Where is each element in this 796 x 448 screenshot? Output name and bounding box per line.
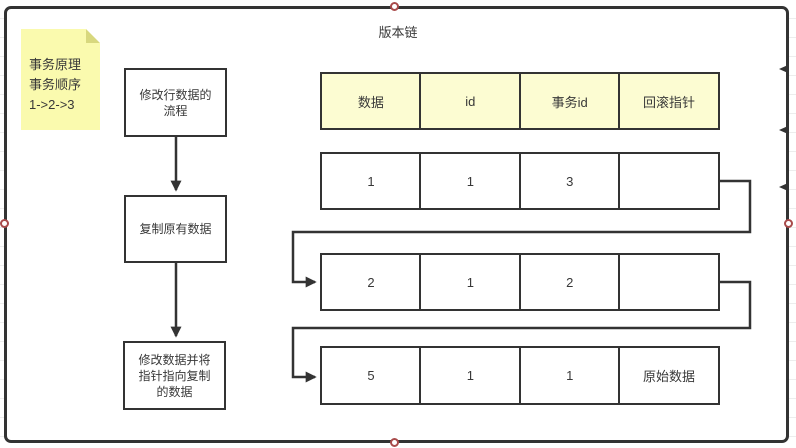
table-row[interactable]: 2 1 2 (320, 253, 720, 311)
table-row[interactable]: 1 1 3 (320, 152, 720, 210)
flow-step-modify-process[interactable]: 修改行数据的 流程 (124, 68, 227, 137)
table-header-cell[interactable]: 回滚指针 (618, 72, 720, 130)
table-cell[interactable]: 1 (518, 346, 621, 405)
diagram-title: 版本链 (378, 25, 418, 40)
table-cell[interactable] (618, 152, 720, 210)
flow-step-label: 修改行数据的 流程 (139, 87, 212, 118)
table-cell[interactable]: 1 (419, 253, 522, 311)
table-cell[interactable]: 1 (419, 152, 522, 210)
frame-handle-left[interactable] (0, 219, 9, 228)
flow-step-modify-pointer[interactable]: 修改数据并将 指针指向复制 的数据 (123, 341, 226, 410)
table-cell[interactable]: 1 (419, 346, 522, 405)
table-row[interactable]: 5 1 1 原始数据 (320, 346, 720, 405)
table-cell[interactable]: 原始数据 (618, 346, 720, 405)
frame-handle-bottom[interactable] (390, 438, 399, 447)
table-cell[interactable]: 2 (518, 253, 621, 311)
edge-arrow-icon (779, 183, 788, 191)
table-header-cell[interactable]: id (419, 72, 522, 130)
table-cell[interactable]: 5 (320, 346, 422, 405)
table-header-row[interactable]: 数据 id 事务id 回滚指针 (320, 72, 720, 130)
table-cell[interactable]: 2 (320, 253, 422, 311)
table-cell[interactable]: 1 (320, 152, 422, 210)
sticky-note[interactable]: 事务原理 事务顺序 1->2->3 (21, 29, 100, 130)
table-header-cell[interactable]: 事务id (518, 72, 621, 130)
table-cell[interactable] (618, 253, 720, 311)
sticky-note-text: 事务原理 事务顺序 1->2->3 (29, 57, 82, 112)
flow-step-label: 复制原有数据 (139, 222, 212, 236)
table-header-cell[interactable]: 数据 (320, 72, 422, 130)
flow-step-label: 修改数据并将 指针指向复制 的数据 (138, 352, 211, 399)
frame-handle-top[interactable] (390, 2, 399, 11)
edge-arrow-icon (779, 126, 788, 134)
table-cell[interactable]: 3 (518, 152, 621, 210)
frame-handle-right[interactable] (784, 219, 793, 228)
flow-step-copy-data[interactable]: 复制原有数据 (124, 195, 227, 263)
edge-arrow-icon (779, 65, 788, 73)
